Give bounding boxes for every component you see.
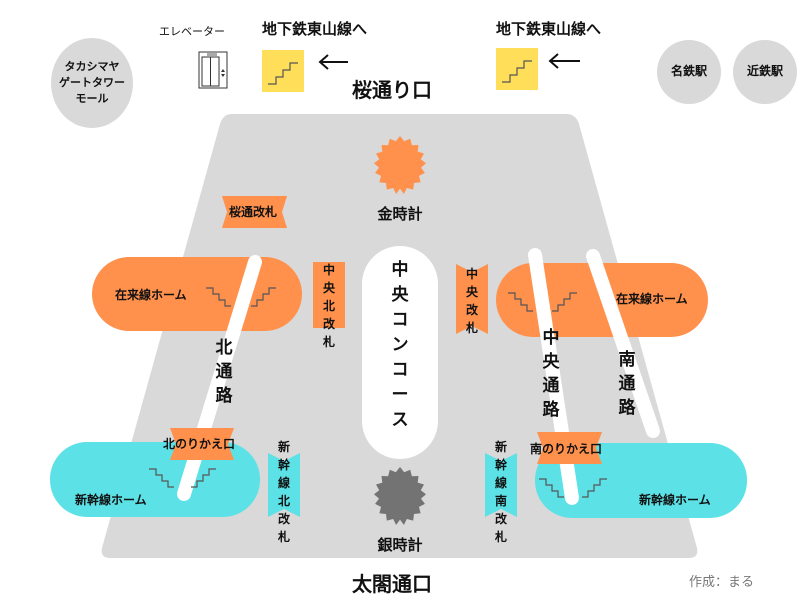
silver-clock-icon[interactable] (374, 467, 426, 525)
elevator-label: エレベーター (159, 25, 225, 38)
shinkansen-south-gate-label: 新 幹 線 南 改 札 (494, 440, 507, 544)
subway-right-label[interactable]: 地下鉄東山線へ (496, 20, 602, 38)
kintetsu-label: 近鉄駅 (746, 64, 783, 79)
sakura-exit-label[interactable]: 桜通り口 (352, 78, 432, 102)
north-transfer-gate-shape[interactable] (170, 428, 234, 460)
north-transfer-label: 北のりかえ口 (163, 437, 236, 451)
conventional-platform-left-label: 在来線ホーム (115, 288, 187, 302)
south-passage[interactable] (586, 249, 660, 438)
gold-clock-label: 金時計 (377, 205, 423, 223)
central-concourse[interactable] (362, 246, 438, 459)
elevator-icon[interactable] (198, 51, 228, 89)
gold-clock-icon[interactable] (374, 136, 426, 194)
subway-left-label[interactable]: 地下鉄東山線へ (262, 20, 368, 38)
silver-clock-label: 銀時計 (377, 536, 423, 554)
takashimaya-label: タカシマヤ ゲートタワー モール (51, 38, 133, 128)
taiko-exit-label[interactable]: 太閤通口 (352, 572, 432, 596)
central-north-gate-label: 中 央 北 改 札 (322, 263, 335, 349)
shinkansen-platform-left-label: 新幹線ホーム (75, 493, 147, 507)
credit-text: 作成：まる (689, 575, 755, 590)
meitetsu-label: 名鉄駅 (670, 64, 707, 79)
takashimaya-landmark[interactable] (51, 38, 133, 128)
central-gate-shape[interactable] (456, 264, 488, 334)
meitetsu-landmark[interactable] (657, 40, 721, 104)
north-passage-label: 北 通 路 (215, 338, 233, 406)
stairs-glyphs (149, 287, 607, 498)
shinkansen-north-gate-label: 新 幹 線 北 改 札 (277, 440, 290, 544)
shinkansen-platform-right-label: 新幹線ホーム (639, 493, 711, 507)
shinkansen-south-gate-shape[interactable] (485, 453, 517, 517)
takashimaya-line-2: ゲートタワー (59, 76, 125, 90)
takashimaya-line-1: タカシマヤ (64, 60, 120, 74)
stairs-icon-right[interactable] (496, 48, 538, 90)
arrow-left-icon (318, 54, 348, 70)
sakura-gate-label: 桜通改札 (229, 205, 278, 219)
central-gate-label: 中 央 改 札 (465, 267, 478, 335)
shinkansen-platform-left[interactable] (50, 442, 260, 517)
stairs-icon-left[interactable] (262, 50, 304, 92)
south-passage-label: 南 通 路 (618, 350, 636, 418)
shinkansen-north-gate-shape[interactable] (268, 453, 300, 517)
central-concourse-label: 中 央 コ ン コ ー ス (391, 260, 409, 430)
central-passage-label: 中 央 通 路 (542, 328, 560, 420)
sakura-gate-shape[interactable] (222, 196, 287, 228)
south-transfer-label: 南のりかえ口 (530, 442, 603, 456)
central-north-gate[interactable] (313, 262, 345, 328)
arrow-right-icon (548, 53, 580, 69)
kintetsu-landmark[interactable] (733, 40, 797, 104)
takashimaya-line-3: モール (75, 91, 109, 105)
conventional-platform-right-label: 在来線ホーム (616, 292, 688, 306)
south-transfer-gate-shape[interactable] (537, 432, 602, 464)
